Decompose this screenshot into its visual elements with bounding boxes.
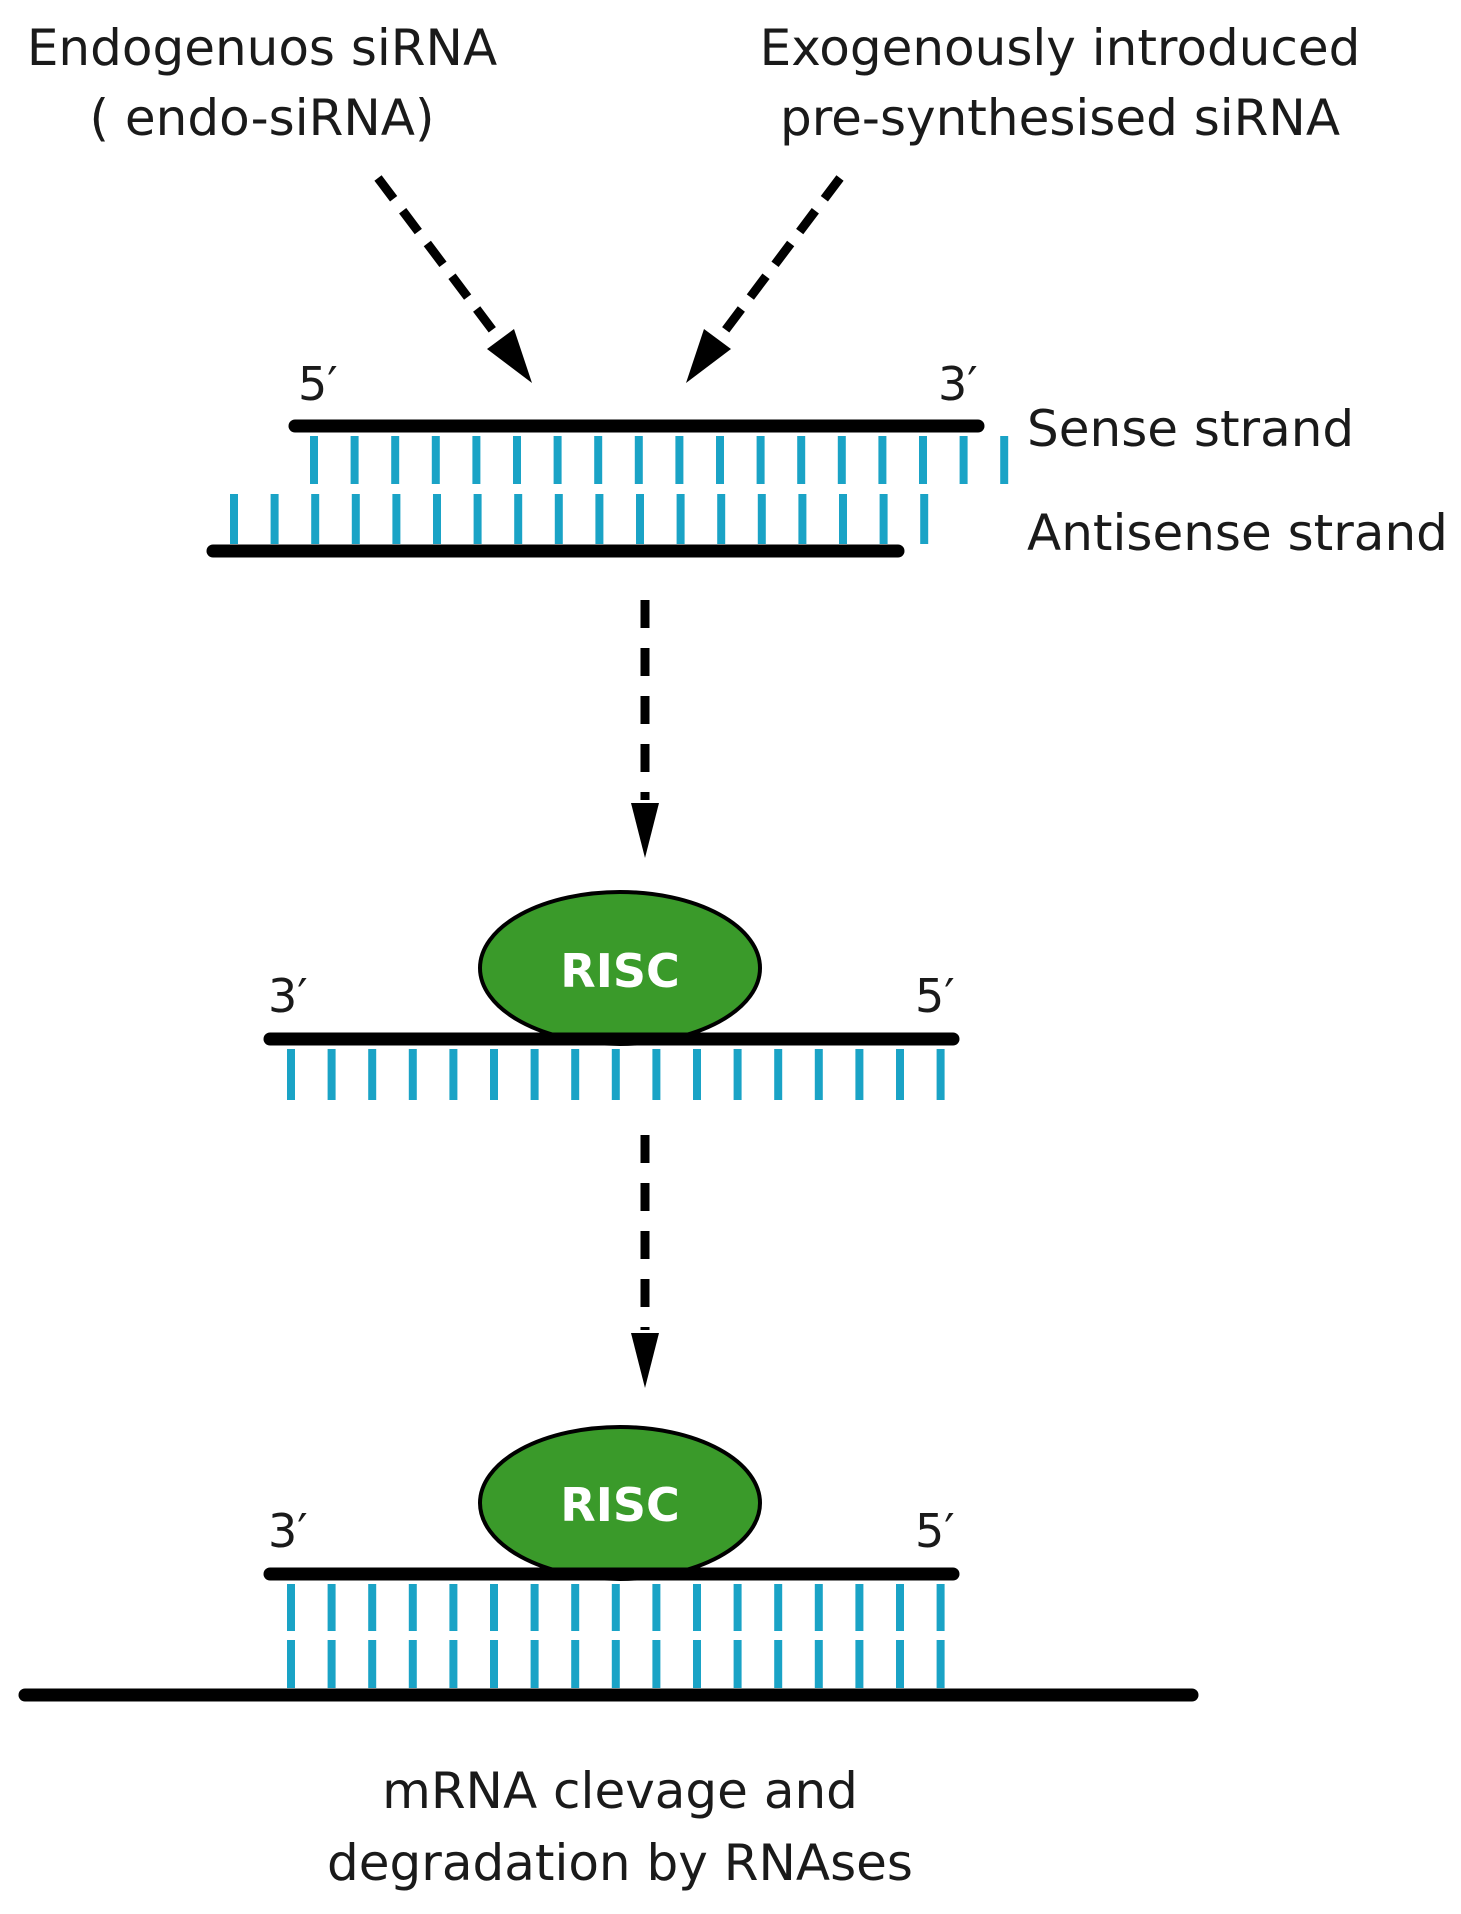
bound-guide-bases xyxy=(287,1584,945,1631)
risc-label: RISC xyxy=(560,1478,679,1532)
sense-five-prime-label: 5′ xyxy=(298,357,338,411)
target-mrna-bases xyxy=(287,1640,945,1688)
arrow-risc-to-target xyxy=(631,1135,659,1388)
outcome-line-2: degradation by RNAses xyxy=(327,1834,913,1892)
antisense-strand-bases xyxy=(230,494,929,544)
guide-five-prime-label: 5′ xyxy=(915,969,955,1023)
bound-guide-three-prime-label: 3′ xyxy=(268,1504,308,1558)
pre-synthesised-sirna-label: pre-synthesised siRNA xyxy=(780,89,1340,147)
arrow-duplex-to-risc xyxy=(631,600,659,858)
endogenous-sirna-label: Endogenuos siRNA xyxy=(27,19,497,77)
exogenous-sirna-label: Exogenously introduced xyxy=(760,19,1361,77)
arrow-exogenous-to-duplex xyxy=(686,175,844,383)
sense-three-prime-label: 3′ xyxy=(938,357,978,411)
sense-strand-label: Sense strand xyxy=(1027,400,1354,458)
risc-guide-complex: RISC 3′ 5′ xyxy=(263,890,960,1100)
endo-sirna-label: ( endo-siRNA) xyxy=(90,89,435,147)
arrow-endogenous-to-duplex xyxy=(374,175,532,383)
antisense-strand-label: Antisense strand xyxy=(1027,504,1448,562)
bound-guide-five-prime-label: 5′ xyxy=(915,1504,955,1558)
sirna-duplex: 5′ 3′ Sense strand Antisense strand xyxy=(206,357,1448,562)
risc-target-complex: RISC 3′ 5′ xyxy=(18,1425,1199,1702)
sense-strand-bases xyxy=(310,436,1009,484)
outcome-line-1: mRNA clevage and xyxy=(382,1762,858,1820)
guide-strand-bases xyxy=(287,1049,945,1100)
guide-three-prime-label: 3′ xyxy=(268,969,308,1023)
risc-label: RISC xyxy=(560,944,679,998)
